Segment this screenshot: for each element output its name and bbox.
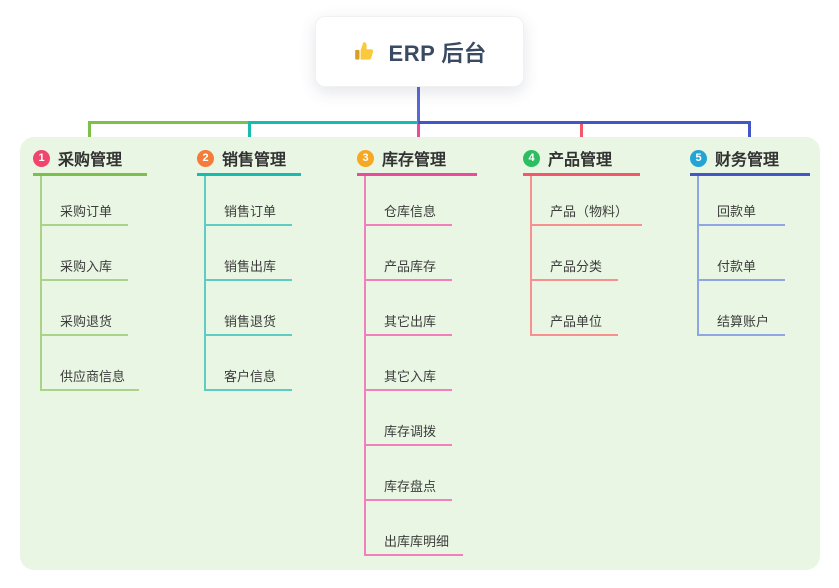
connector-segment-finance (418, 121, 751, 124)
child-node[interactable]: 采购订单 (42, 176, 128, 226)
branch-2: 2 销售管理 销售订单销售出库销售退货客户信息 (197, 143, 301, 391)
child-node[interactable]: 产品（物料） (532, 176, 643, 226)
branch-badge: 3 (357, 149, 374, 167)
branch-1: 1 采购管理 采购订单采购入库采购退货供应商信息 (33, 143, 147, 391)
connector-drop-purchase (88, 121, 91, 143)
branch-badge: 1 (33, 149, 50, 167)
branch-badge: 5 (690, 149, 707, 167)
child-node[interactable]: 库存调拨 (366, 391, 452, 446)
root-node[interactable]: ERP 后台 (315, 16, 524, 87)
branch-header[interactable]: 1 采购管理 (33, 143, 147, 176)
canvas-panel (20, 137, 820, 570)
child-node[interactable]: 产品分类 (532, 226, 618, 281)
child-node[interactable]: 仓库信息 (366, 176, 452, 226)
thumbs-up-icon (354, 41, 373, 60)
branch-4: 4 产品管理 产品（物料）产品分类产品单位 (523, 143, 643, 336)
branch-header[interactable]: 3 库存管理 (357, 143, 477, 176)
connector-drop-product (580, 124, 583, 143)
branch-header[interactable]: 5 财务管理 (690, 143, 810, 176)
connector-drop-sales (248, 121, 251, 143)
child-node[interactable]: 其它入库 (366, 336, 452, 391)
branch-5: 5 财务管理 回款单付款单结算账户 (690, 143, 810, 336)
branch-3: 3 库存管理 仓库信息产品库存其它出库其它入库库存调拨库存盘点出库库明细 (357, 143, 477, 556)
child-node[interactable]: 出库库明细 (366, 501, 464, 556)
branch-label: 销售管理 (222, 152, 287, 169)
branch-children: 产品（物料）产品分类产品单位 (530, 176, 643, 336)
branch-children: 销售订单销售出库销售退货客户信息 (204, 176, 301, 391)
child-node[interactable]: 产品单位 (532, 281, 618, 336)
branch-badge: 4 (523, 149, 540, 167)
child-node[interactable]: 结算账户 (699, 281, 785, 336)
branch-header[interactable]: 2 销售管理 (197, 143, 301, 176)
branch-label: 库存管理 (382, 152, 447, 169)
child-node[interactable]: 采购入库 (42, 226, 128, 281)
root-title: ERP 后台 (388, 40, 487, 66)
child-node[interactable]: 回款单 (699, 176, 785, 226)
branch-label: 产品管理 (548, 152, 613, 169)
child-node[interactable]: 客户信息 (206, 336, 292, 391)
child-node[interactable]: 采购退货 (42, 281, 128, 336)
branch-header[interactable]: 4 产品管理 (523, 143, 640, 176)
branch-children: 回款单付款单结算账户 (697, 176, 810, 336)
connector-segment-purchase (88, 121, 250, 124)
child-node[interactable]: 产品库存 (366, 226, 452, 281)
branch-label: 采购管理 (58, 152, 123, 169)
branch-children: 采购订单采购入库采购退货供应商信息 (40, 176, 147, 391)
child-node[interactable]: 销售退货 (206, 281, 292, 336)
connector-root-line (417, 85, 420, 122)
child-node[interactable]: 付款单 (699, 226, 785, 281)
connector-segment-sales (250, 121, 418, 124)
child-node[interactable]: 库存盘点 (366, 446, 452, 501)
branch-label: 财务管理 (715, 152, 780, 169)
connector-drop-inventory (417, 124, 420, 143)
child-node[interactable]: 销售出库 (206, 226, 292, 281)
branch-children: 仓库信息产品库存其它出库其它入库库存调拨库存盘点出库库明细 (364, 176, 477, 556)
branch-badge: 2 (197, 149, 214, 167)
child-node[interactable]: 销售订单 (206, 176, 292, 226)
child-node[interactable]: 供应商信息 (42, 336, 140, 391)
connector-drop-finance (748, 121, 751, 143)
child-node[interactable]: 其它出库 (366, 281, 452, 336)
